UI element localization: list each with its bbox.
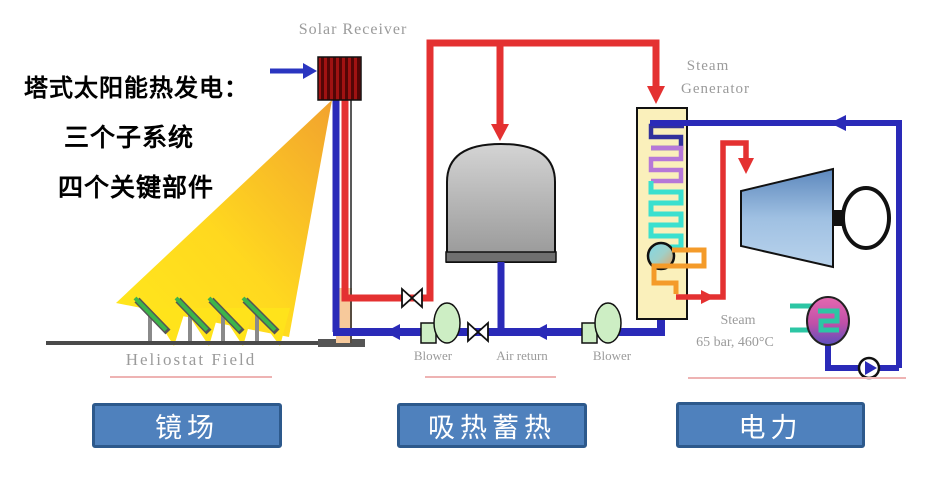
- heliostat-field-label: Heliostat Field: [125, 350, 257, 369]
- steam-drum-icon: [646, 241, 676, 271]
- red-arrow-icon: [738, 158, 754, 174]
- blower-pump-right: [581, 302, 622, 344]
- intro-line-2: 三个子系统: [64, 123, 195, 152]
- solar-receiver-block: [317, 56, 362, 101]
- intro-line-3: 四个关键部件: [58, 173, 215, 202]
- generator: [841, 186, 891, 250]
- blue-arrow-icon: [385, 324, 400, 340]
- red-arrow-icon: [491, 124, 509, 141]
- air-return-label: Air return: [496, 348, 548, 363]
- steam-generator-label-line1: Steam: [686, 58, 730, 74]
- label-underline: [110, 376, 906, 379]
- solar-receiver-label: Solar Receiver: [298, 21, 408, 38]
- blue-arrow-icon: [532, 324, 547, 340]
- steam-generator-label-line2: Generator: [681, 81, 750, 97]
- steam-generator-unit: [636, 107, 707, 320]
- intro-line-1: 塔式太阳能热发电：: [24, 74, 249, 102]
- electric-power-button[interactable]: 电力: [676, 402, 865, 448]
- sun-input-arrow-icon: [270, 63, 317, 79]
- valve-icon: [401, 286, 489, 344]
- heat-absorb-storage-button[interactable]: 吸热蓄热: [397, 403, 587, 448]
- mirror-field-button[interactable]: 镜场: [92, 403, 282, 448]
- heliostat-mirror-icon: [133, 296, 280, 335]
- circulation-pump-icon: [857, 356, 881, 380]
- blower-pump-left: [420, 302, 461, 344]
- steam-pipe: [676, 140, 754, 304]
- steam-conditions-label-line2: 65 bar, 460°C: [696, 335, 774, 350]
- hot-air-pipe: [341, 39, 665, 302]
- blower-right-label: Blower: [592, 348, 632, 363]
- condenser: [790, 296, 850, 346]
- red-arrow-icon: [701, 290, 715, 304]
- feedwater-pipe: [650, 115, 902, 380]
- blower-left-label: Blower: [413, 348, 453, 363]
- steam-conditions-label-line1: Steam: [720, 313, 756, 328]
- turbine: [740, 167, 845, 269]
- thermal-storage-tank: [445, 142, 557, 330]
- heliostat-mirrors: [133, 296, 280, 343]
- red-arrow-icon: [647, 86, 665, 104]
- blue-arrow-icon: [830, 115, 846, 131]
